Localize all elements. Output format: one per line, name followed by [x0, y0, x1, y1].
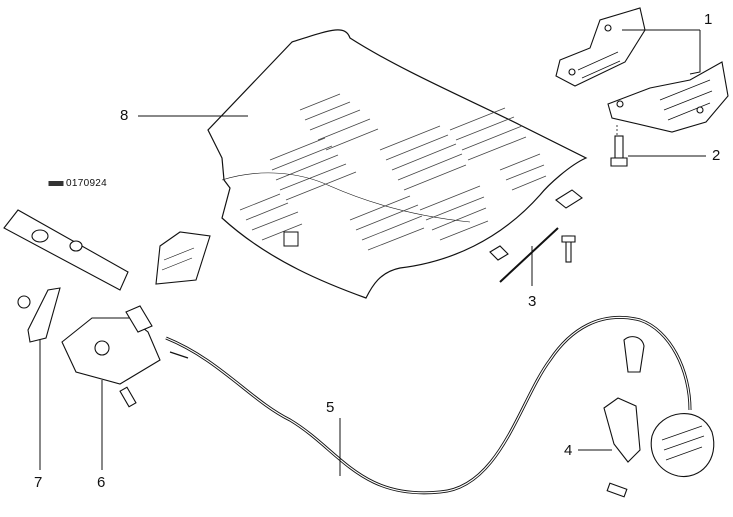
callout-8: 8 [120, 107, 129, 124]
prop-rod [489, 189, 583, 283]
figure-code: 0170924 [48, 178, 107, 189]
hood-panel [207, 29, 588, 299]
callout-6: 6 [97, 474, 106, 491]
release-lever [3, 209, 129, 343]
callout-7: 7 [34, 474, 43, 491]
callout-5: 5 [326, 399, 335, 416]
hinge-upper [555, 7, 646, 87]
leader-lines [39, 29, 706, 476]
hood-lock [61, 305, 161, 408]
release-handle [603, 336, 715, 498]
callout-4: 4 [564, 442, 573, 459]
figure-code-text: 0170924 [66, 178, 108, 189]
callout-2: 2 [712, 147, 721, 164]
hinge-bolt [610, 125, 628, 167]
hinge-lower [607, 61, 729, 133]
hood-pad [155, 231, 211, 285]
release-cable [165, 315, 692, 495]
callout-1: 1 [704, 11, 713, 28]
camera-icon [48, 180, 64, 186]
callout-3: 3 [528, 293, 537, 310]
